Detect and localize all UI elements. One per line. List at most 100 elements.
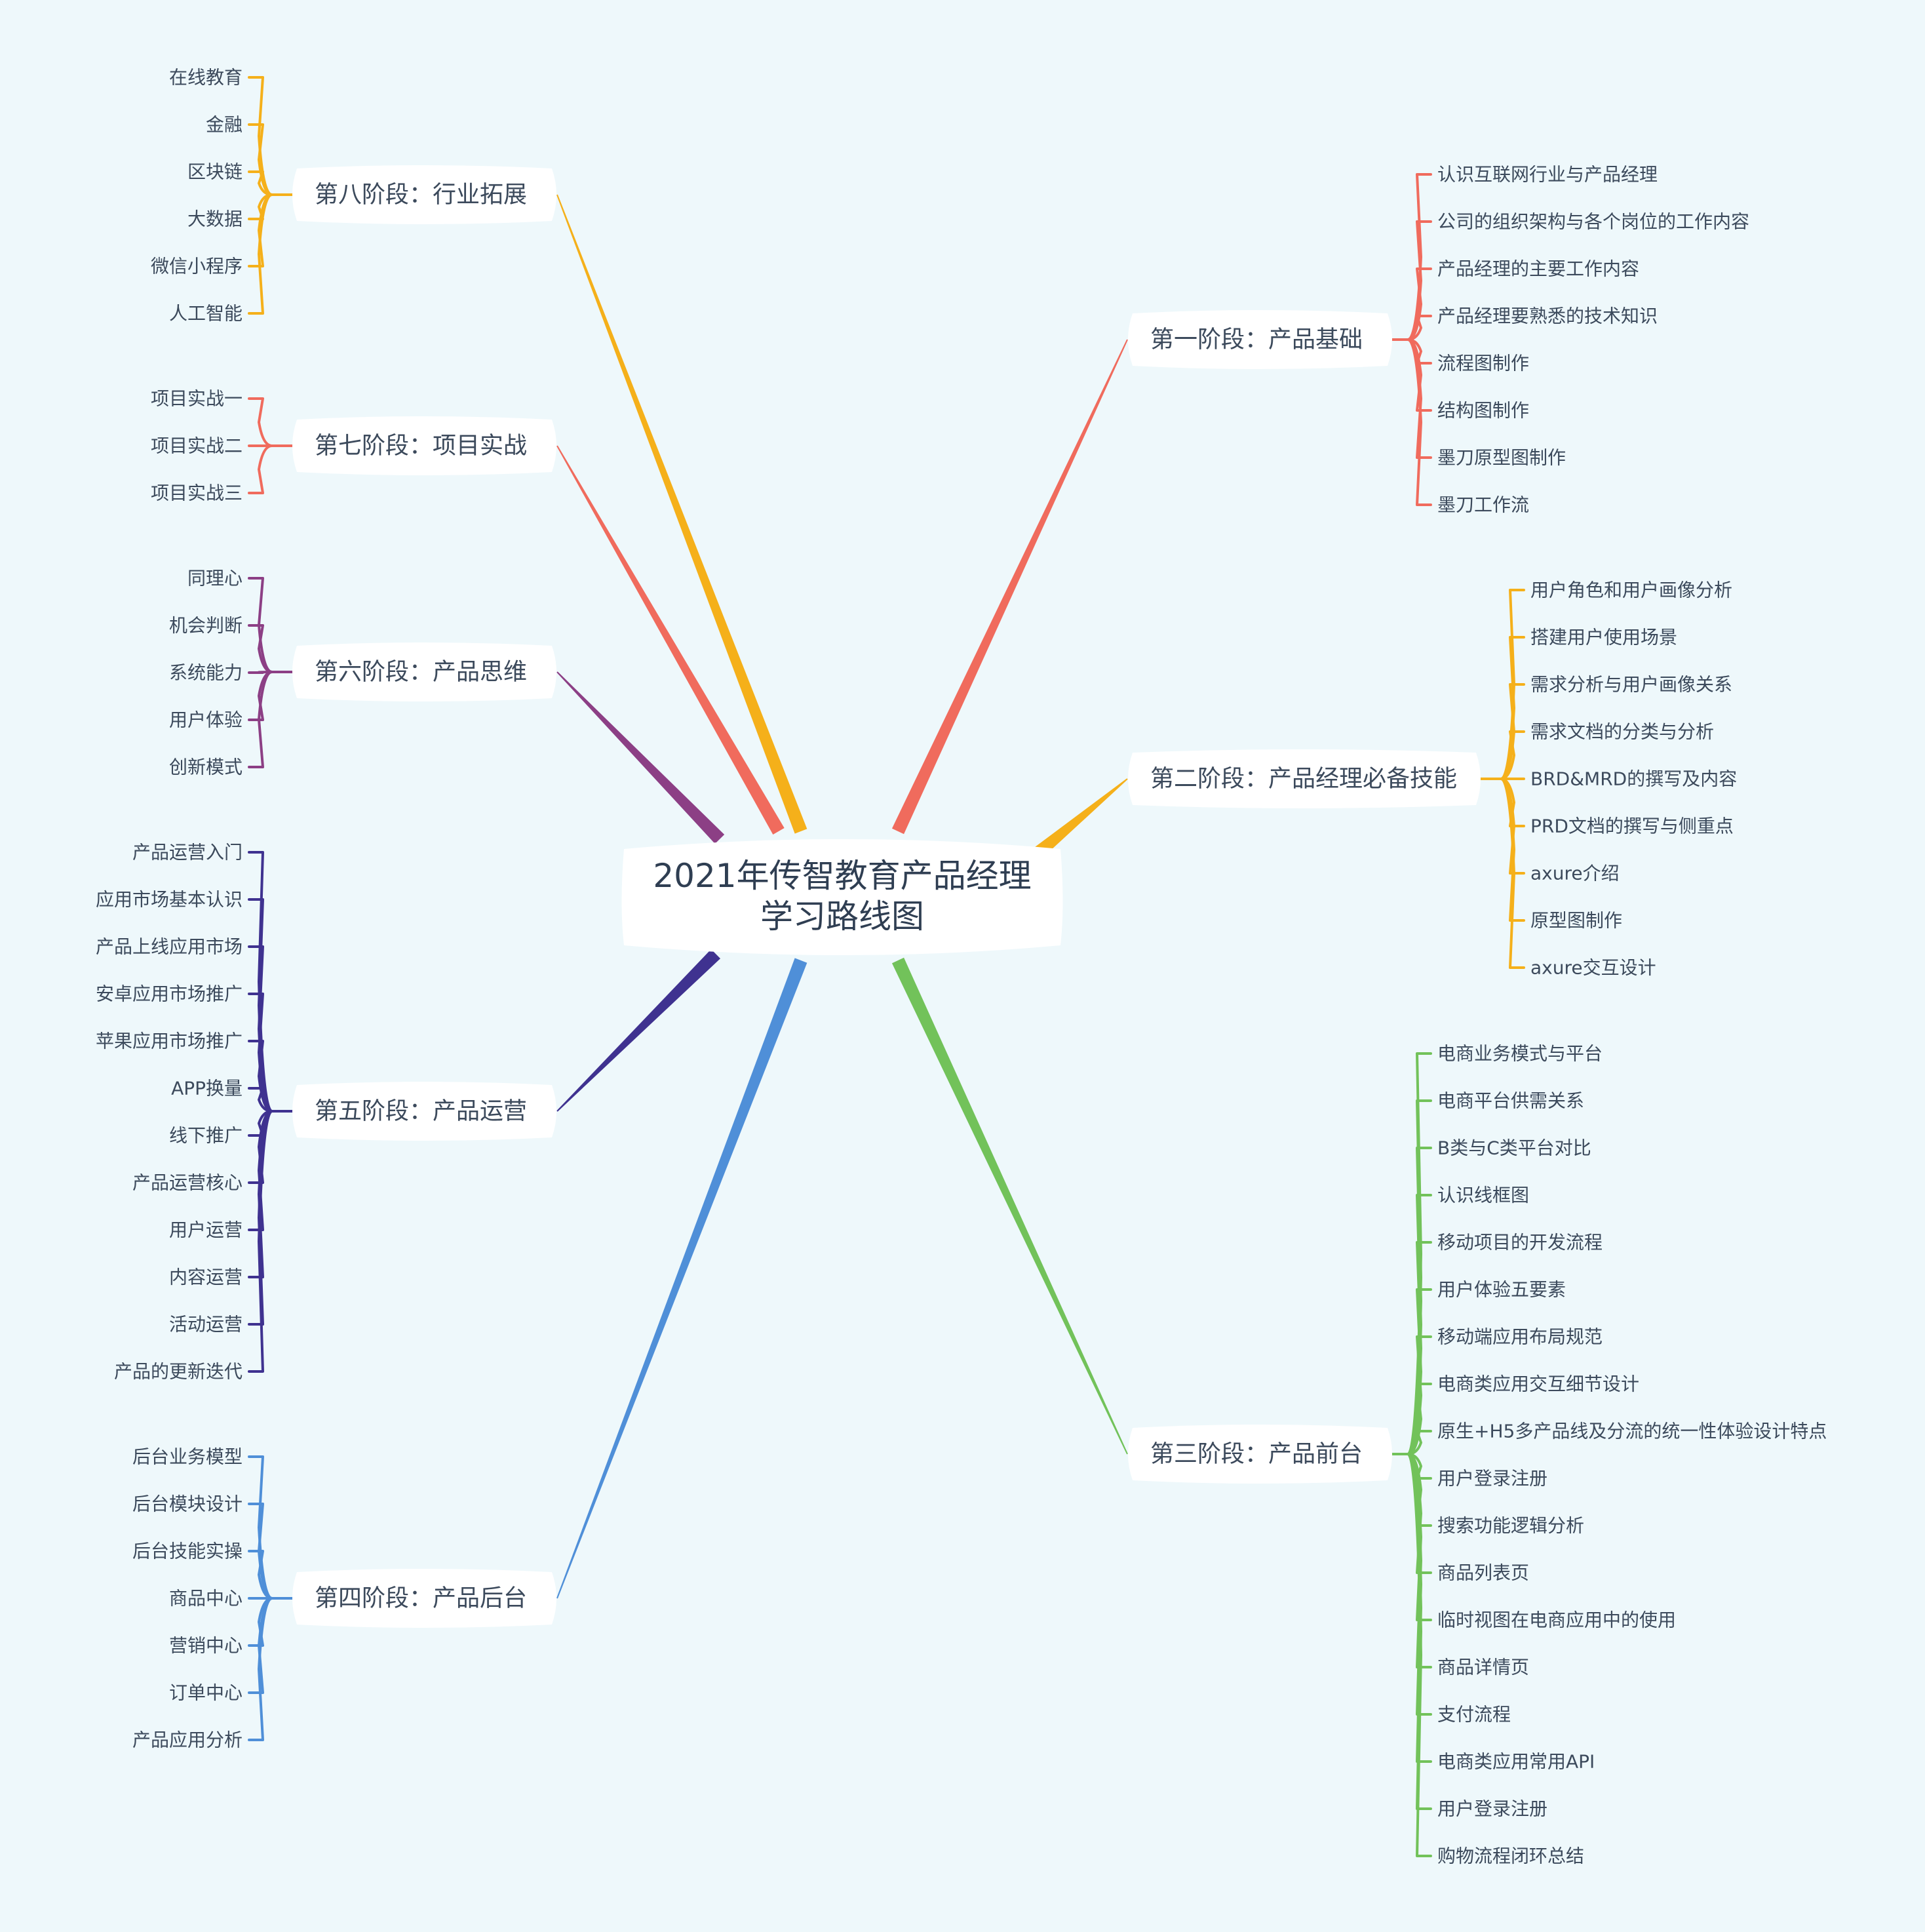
leaf-item[interactable]: 购物流程闭环总结 — [1437, 1845, 1584, 1867]
stage-node-bg — [1128, 749, 1481, 808]
leaf-item[interactable]: 后台技能实操 — [132, 1541, 243, 1562]
stage-node-4[interactable]: 第四阶段：产品后台 — [292, 1569, 556, 1628]
stage-node-6[interactable]: 第六阶段：产品思维 — [292, 642, 556, 701]
branch-line — [248, 1455, 293, 1600]
stage-node-3[interactable]: 第三阶段：产品前台 — [1128, 1425, 1392, 1484]
leaf-item[interactable]: 需求文档的分类与分析 — [1530, 721, 1714, 743]
leaf-item[interactable]: 在线教育 — [169, 67, 243, 89]
leaf-item[interactable]: 原型图制作 — [1530, 910, 1622, 932]
leaf-item[interactable]: 产品的更新迭代 — [114, 1361, 243, 1383]
stage-nodes: 第一阶段：产品基础第二阶段：产品经理必备技能第三阶段：产品前台第四阶段：产品后台… — [292, 165, 1481, 1628]
branch-line — [248, 945, 293, 1113]
leaf-item[interactable]: 电商业务模式与平台 — [1437, 1043, 1603, 1065]
leaf-item[interactable]: 订单中心 — [169, 1682, 243, 1704]
leaf-item[interactable]: 用户体验 — [169, 709, 243, 731]
leaf-item[interactable]: 结构图制作 — [1437, 400, 1529, 422]
leaf-item[interactable]: 产品运营核心 — [132, 1172, 243, 1194]
leaf-item[interactable]: 支付流程 — [1437, 1704, 1511, 1725]
leaf-item[interactable]: 移动端应用布局规范 — [1437, 1326, 1603, 1348]
leaf-item[interactable]: 商品列表页 — [1437, 1562, 1529, 1584]
stage-node-bg — [292, 642, 556, 701]
trunk-line-1 — [891, 339, 1128, 835]
leaf-item[interactable]: 微信小程序 — [151, 256, 243, 277]
branch-line — [1480, 778, 1525, 827]
leaf-item[interactable]: 墨刀原型图制作 — [1437, 447, 1566, 469]
leaf-item[interactable]: 产品上线应用市场 — [96, 936, 243, 958]
branch-line — [248, 123, 293, 196]
leaf-item[interactable]: 创新模式 — [169, 757, 243, 778]
branch-line — [248, 1110, 293, 1184]
branch-line — [248, 851, 293, 1113]
leaf-item[interactable]: 电商类应用常用API — [1437, 1751, 1595, 1773]
leaf-item[interactable]: BRD&MRD的撰写及内容 — [1530, 768, 1737, 790]
branch-line — [1480, 778, 1525, 969]
leaf-item[interactable]: 公司的组织架构与各个岗位的工作内容 — [1437, 211, 1749, 233]
branch-line — [248, 193, 293, 220]
leaf-item[interactable]: 线下推广 — [169, 1125, 243, 1147]
leaf-item[interactable]: 后台模块设计 — [132, 1493, 243, 1515]
leaf-item[interactable]: 内容运营 — [169, 1267, 243, 1288]
leaf-item[interactable]: 临时视图在电商应用中的使用 — [1437, 1609, 1676, 1631]
stage-label: 第二阶段：产品经理必备技能 — [1150, 766, 1457, 793]
leaf-item[interactable]: 移动项目的开发流程 — [1437, 1232, 1603, 1253]
leaf-item[interactable]: 认识线框图 — [1437, 1185, 1529, 1206]
leaf-item[interactable]: 产品经理的主要工作内容 — [1437, 258, 1639, 280]
leaf-item[interactable]: 墨刀工作流 — [1437, 494, 1529, 516]
leaf-item[interactable]: 搭建用户使用场景 — [1530, 627, 1677, 648]
leaf-item[interactable]: 安卓应用市场推广 — [96, 983, 243, 1005]
leaf-item[interactable]: 活动运营 — [169, 1314, 243, 1335]
leaf-item[interactable]: 用户登录注册 — [1437, 1468, 1547, 1489]
leaf-item[interactable]: B类与C类平台对比 — [1437, 1137, 1591, 1159]
leaf-item[interactable]: 后台业务模型 — [132, 1446, 243, 1468]
branch-line — [1391, 1453, 1432, 1857]
leaf-item[interactable]: 需求分析与用户画像关系 — [1530, 674, 1732, 696]
leaf-item[interactable]: 人工智能 — [169, 303, 243, 325]
leaf-item[interactable]: 金融 — [206, 114, 243, 136]
branch-line — [1391, 1052, 1432, 1455]
branch-line — [248, 444, 293, 494]
leaf-nodes: 认识互联网行业与产品经理公司的组织架构与各个岗位的工作内容产品经理的主要工作内容… — [96, 67, 1827, 1867]
leaf-item[interactable]: 产品经理要熟悉的技术知识 — [1437, 306, 1658, 327]
leaf-item[interactable]: 商品中心 — [169, 1588, 243, 1609]
leaf-item[interactable]: 电商平台供需关系 — [1437, 1090, 1584, 1112]
stage-node-2[interactable]: 第二阶段：产品经理必备技能 — [1128, 749, 1481, 808]
leaf-item[interactable]: 项目实战一 — [151, 388, 243, 410]
leaf-item[interactable]: 苹果应用市场推广 — [96, 1031, 243, 1052]
leaf-item[interactable]: 项目实战三 — [151, 483, 243, 504]
leaf-item[interactable]: 用户角色和用户画像分析 — [1530, 580, 1732, 601]
leaf-item[interactable]: 用户登录注册 — [1437, 1798, 1547, 1820]
leaf-item[interactable]: 应用市场基本认识 — [96, 889, 243, 911]
leaf-item[interactable]: 同理心 — [187, 568, 243, 589]
leaf-item[interactable]: 流程图制作 — [1437, 353, 1529, 374]
central-title-line2: 学习路线图 — [760, 897, 924, 936]
leaf-item[interactable]: 认识互联网行业与产品经理 — [1437, 164, 1658, 186]
leaf-item[interactable]: 用户体验五要素 — [1437, 1279, 1566, 1301]
branch-line — [1480, 778, 1525, 922]
leaf-item[interactable]: 原生+H5多产品线及分流的统一性体验设计特点 — [1437, 1421, 1827, 1442]
leaf-item[interactable]: 产品应用分析 — [132, 1729, 243, 1751]
stage-node-8[interactable]: 第八阶段：行业拓展 — [292, 165, 556, 224]
leaf-item[interactable]: APP换量 — [171, 1078, 243, 1099]
leaf-item[interactable]: 电商类应用交互细节设计 — [1437, 1373, 1639, 1395]
leaf-item[interactable]: 大数据 — [187, 208, 243, 230]
leaf-item[interactable]: 机会判断 — [169, 615, 243, 637]
leaf-item[interactable]: 项目实战二 — [151, 435, 243, 457]
leaf-item[interactable]: 产品运营入门 — [132, 842, 243, 863]
leaf-item[interactable]: axure交互设计 — [1530, 957, 1656, 979]
branch-line — [248, 397, 293, 447]
leaf-item[interactable]: 商品详情页 — [1437, 1657, 1529, 1678]
leaf-item[interactable]: 营销中心 — [169, 1635, 243, 1657]
leaf-item[interactable]: 系统能力 — [169, 662, 243, 684]
leaf-item[interactable]: 搜索功能逻辑分析 — [1437, 1515, 1584, 1537]
stage-node-1[interactable]: 第一阶段：产品基础 — [1128, 310, 1392, 369]
branch-line — [248, 1110, 293, 1326]
stage-node-7[interactable]: 第七阶段：项目实战 — [292, 416, 556, 475]
stage-node-5[interactable]: 第五阶段：产品运营 — [292, 1082, 556, 1141]
branch-line — [248, 671, 293, 721]
trunk-line-8 — [556, 194, 807, 834]
leaf-item[interactable]: axure介绍 — [1530, 863, 1620, 884]
leaf-item[interactable]: 区块链 — [187, 161, 243, 183]
leaf-item[interactable]: 用户运营 — [169, 1219, 243, 1241]
central-topic[interactable]: 2021年传智教育产品经理 学习路线图 — [621, 839, 1063, 955]
leaf-item[interactable]: PRD文档的撰写与侧重点 — [1530, 816, 1734, 837]
